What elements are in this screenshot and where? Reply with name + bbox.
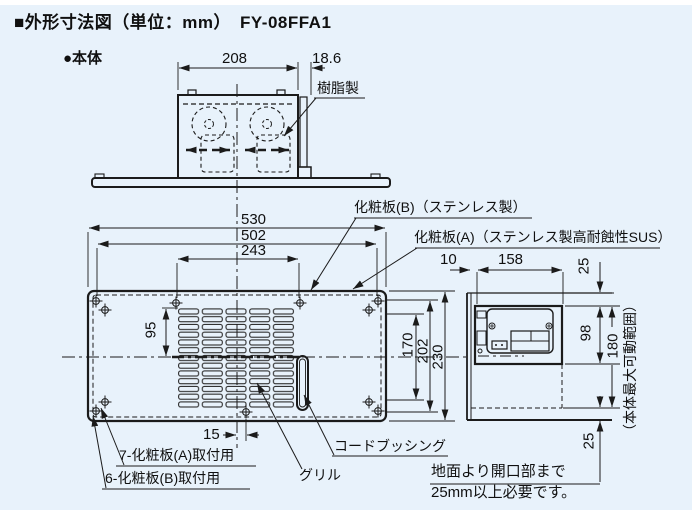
extension-lines	[87, 62, 620, 485]
dim-208-label: 208	[222, 50, 248, 67]
dim-98-label: 98	[577, 324, 595, 342]
grille-label: グリル	[299, 467, 341, 483]
dim-180-label: 180	[604, 333, 622, 359]
dim-95-label: 95	[142, 321, 160, 339]
dim-502-label: 502	[241, 227, 267, 244]
dim-10-label: 10	[440, 251, 457, 268]
leader-lines	[91, 97, 660, 490]
top-view-drawing	[91, 89, 391, 188]
page-title: ■外形寸法図（単位：mm） FY-08FFA1	[14, 13, 332, 32]
ground-note-line1: 地面より開口部まで	[431, 463, 566, 480]
movable-range-label: （本体最大可動範囲）	[621, 298, 638, 438]
section-label: ●本体	[63, 50, 103, 67]
dim-25-top-label: 25	[575, 257, 593, 275]
dim-158-label: 158	[498, 251, 524, 268]
page-top-margin	[0, 0, 692, 5]
centerlines	[62, 84, 468, 448]
cord-bushing-label: コードブッシング	[334, 438, 446, 454]
resin-label: 樹脂製	[317, 80, 359, 96]
plate-b-label: 化粧板(B)（ステンレス製）	[354, 199, 527, 215]
dim-15-label: 15	[203, 426, 220, 443]
dimension-lines	[89, 64, 616, 482]
dim-25-bottom-label: 25	[580, 432, 598, 450]
plate-a-label: 化粧板(A)（ステンレス製高耐蝕性SUS）	[414, 229, 672, 245]
dim-18-6-label: 18.6	[312, 50, 342, 67]
mount-a-label: 7-化粧板(A)取付用	[119, 447, 235, 463]
side-view-drawing	[466, 292, 612, 421]
ground-note-line2: 25mm以上必要です。	[431, 484, 577, 501]
mount-b-label: 6-化粧板(B)取付用	[105, 470, 221, 486]
dim-230-label: 230	[429, 344, 447, 370]
dim-530-label: 530	[241, 211, 267, 228]
dim-243-label: 243	[241, 242, 267, 259]
